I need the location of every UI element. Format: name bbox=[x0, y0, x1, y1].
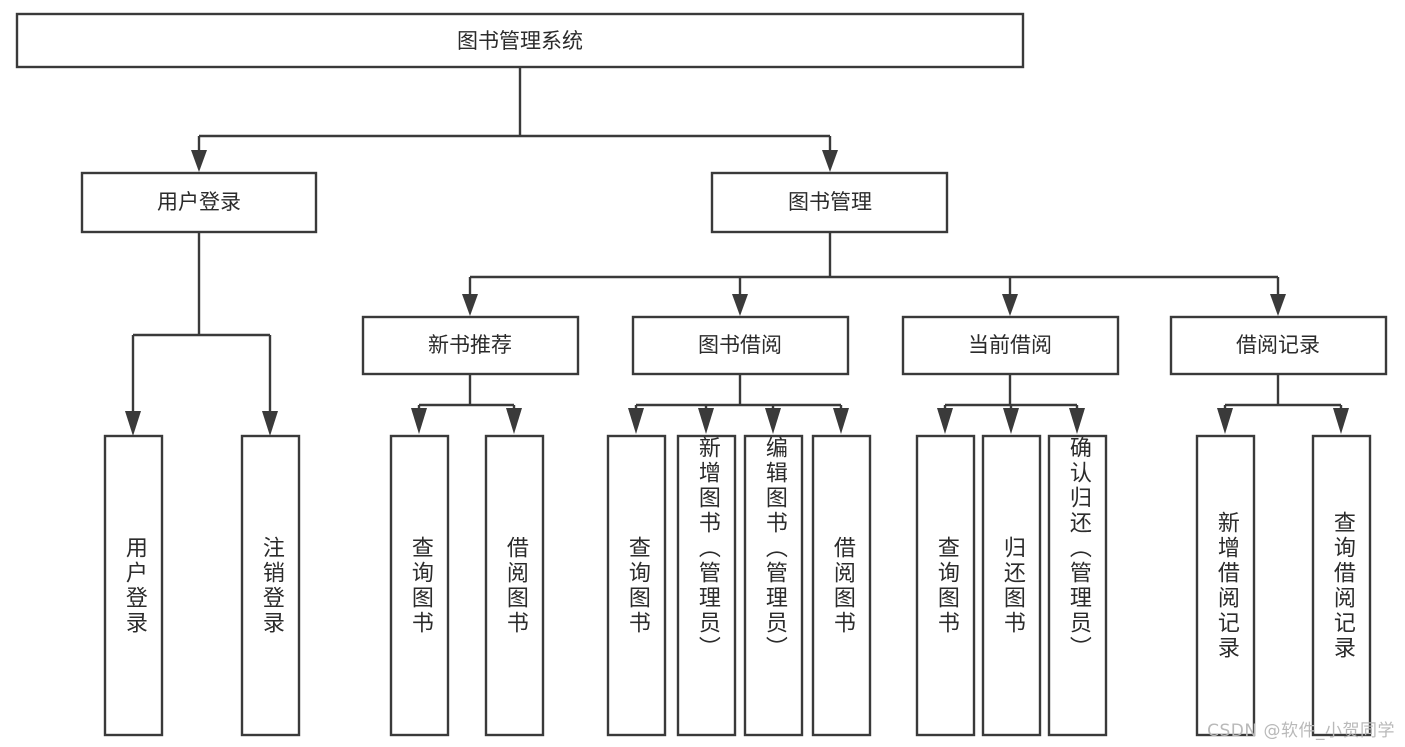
node-book-borrow-label: 图书借阅 bbox=[698, 333, 782, 357]
node-book-manage-label: 图书管理 bbox=[788, 190, 872, 214]
arrow-head-book-manage bbox=[822, 150, 838, 172]
node-book-manage[interactable]: 图书管理 bbox=[710, 171, 949, 234]
node-current-borrow[interactable]: 当前借阅 bbox=[901, 315, 1120, 376]
leaf-box-current-return[interactable] bbox=[981, 434, 1042, 737]
node-root-label: 图书管理系统 bbox=[457, 29, 583, 53]
node-root-box[interactable] bbox=[15, 12, 1025, 69]
node-borrow-record-box[interactable] bbox=[1169, 315, 1388, 376]
node-user-login-box[interactable] bbox=[80, 171, 318, 234]
connector-layer bbox=[125, 67, 1349, 436]
node-current-borrow-label: 当前借阅 bbox=[968, 333, 1052, 357]
node-user-login[interactable]: 用户登录 bbox=[80, 171, 318, 234]
leaf-box-recommend-query[interactable] bbox=[389, 434, 450, 737]
arrow-head-leaf-logout bbox=[262, 411, 278, 436]
arrow-head-leaf-record-add bbox=[1217, 408, 1233, 434]
node-borrow-record[interactable]: 借阅记录 bbox=[1169, 315, 1388, 376]
leaf-box-record-query[interactable] bbox=[1311, 434, 1372, 737]
arrow-head-leaf-record-query bbox=[1333, 408, 1349, 434]
arrow-head-leaf-borrow-lend bbox=[833, 408, 849, 434]
node-new-book-recommend-label: 新书推荐 bbox=[428, 333, 512, 357]
csdn-watermark: CSDN @软件_小贺同学 bbox=[1207, 721, 1395, 741]
arrow-head-leaf-borrow-query bbox=[628, 408, 644, 434]
arrow-head-user-login bbox=[191, 150, 207, 172]
node-book-manage-box[interactable] bbox=[710, 171, 949, 234]
node-root[interactable]: 图书管理系统 bbox=[15, 12, 1025, 69]
arrow-head-borrow-record bbox=[1270, 294, 1286, 316]
node-layer: 图书管理系统 用户登录 图书管理 新书推荐 图书借阅 bbox=[15, 12, 1388, 737]
arrow-head-leaf-current-confirm bbox=[1069, 408, 1085, 434]
leaf-box-current-query[interactable] bbox=[915, 434, 976, 737]
leaf-box-borrow-edit[interactable] bbox=[743, 434, 804, 737]
node-new-book-recommend[interactable]: 新书推荐 bbox=[361, 315, 580, 376]
arrow-head-leaf-current-return bbox=[1003, 408, 1019, 434]
leaf-box-borrow-query[interactable] bbox=[606, 434, 667, 737]
arrow-head-leaf-current-query bbox=[937, 408, 953, 434]
arrow-head-leaf-borrow-add bbox=[698, 408, 714, 434]
node-book-borrow-box[interactable] bbox=[631, 315, 850, 376]
arrow-head-new-book-recommend bbox=[462, 294, 478, 316]
arrow-head-leaf-recommend-borrow bbox=[506, 408, 522, 434]
node-user-login-label: 用户登录 bbox=[157, 190, 241, 214]
node-book-borrow[interactable]: 图书借阅 bbox=[631, 315, 850, 376]
arrow-head-leaf-borrow-edit bbox=[765, 408, 781, 434]
leaf-box-user-login[interactable] bbox=[103, 434, 164, 737]
arrow-head-leaf-recommend-query bbox=[411, 408, 427, 434]
node-borrow-record-label: 借阅记录 bbox=[1236, 333, 1320, 357]
arrow-head-book-borrow bbox=[732, 294, 748, 316]
leaf-box-record-add[interactable] bbox=[1195, 434, 1256, 737]
leaf-box-borrow-lend[interactable] bbox=[811, 434, 872, 737]
leaf-box-recommend-borrow[interactable] bbox=[484, 434, 545, 737]
arrow-head-leaf-user-login bbox=[125, 411, 141, 436]
leaf-box-borrow-add[interactable] bbox=[676, 434, 737, 737]
leaf-box-current-confirm[interactable] bbox=[1047, 434, 1108, 737]
node-current-borrow-box[interactable] bbox=[901, 315, 1120, 376]
arrow-head-current-borrow bbox=[1002, 294, 1018, 316]
node-new-book-recommend-box[interactable] bbox=[361, 315, 580, 376]
leaf-box-logout[interactable] bbox=[240, 434, 301, 737]
